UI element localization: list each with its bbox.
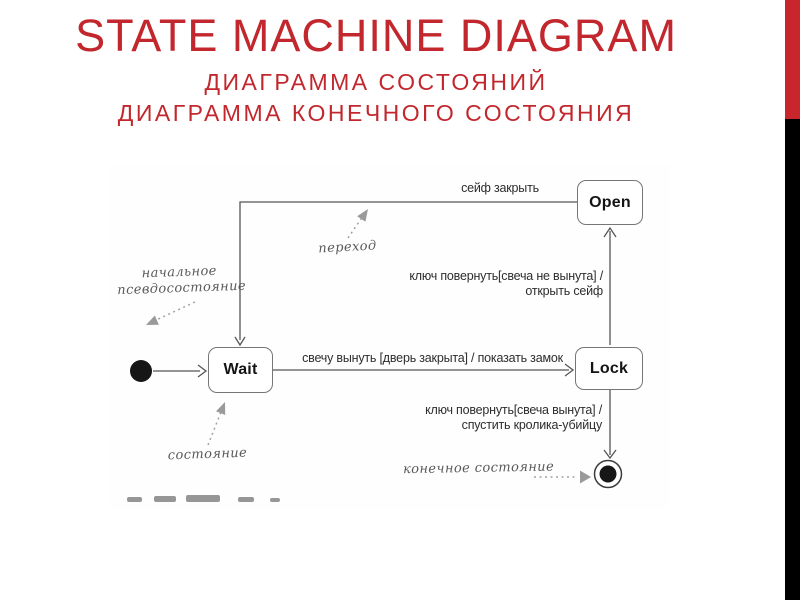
cutoff-caption-fragments	[127, 495, 280, 502]
final-state-inner-dot	[599, 465, 617, 483]
annotation-final-state: конечное состояние	[402, 459, 555, 478]
state-open-label: Open	[589, 193, 631, 211]
initial-pseudostate-dot	[130, 360, 152, 382]
accent-bar-black-segment	[785, 119, 800, 600]
state-open: Open	[577, 180, 643, 225]
accent-bar	[785, 0, 800, 600]
transition-label-lock-to-final-line2: спустить кролика-убийцу	[461, 418, 603, 432]
state-lock: Lock	[575, 347, 643, 390]
accent-bar-red-segment	[785, 0, 800, 119]
annotation-state: состояние	[167, 445, 248, 464]
arrowhead-down-into-final	[603, 449, 617, 460]
arrowhead-up-into-open	[603, 226, 617, 238]
arrowhead-down-into-wait	[234, 336, 246, 347]
note-arrowhead-final	[580, 470, 591, 484]
transition-label-open-to-wait: сейф закрыть	[461, 181, 539, 195]
transition-label-lock-to-open-line2: открыть сейф	[525, 284, 603, 298]
transition-open-to-wait-line	[239, 201, 577, 340]
state-lock-label: Lock	[589, 359, 629, 377]
note-arrowhead-transition	[357, 209, 368, 222]
transition-label-lock-to-final: ключ повернуть[свеча вынута] / спустить …	[402, 403, 602, 433]
note-arrow-initial-line	[153, 301, 196, 322]
note-arrow-transition-line	[347, 215, 364, 239]
note-arrowhead-state	[216, 402, 226, 415]
state-machine-diagram: Wait Open Lock сейф закрыть свечу вынуть…	[110, 165, 670, 510]
note-arrowhead-initial	[146, 315, 159, 325]
subtitle-line-1: ДИАГРАММА СОСТОЯНИЙ	[204, 69, 548, 95]
transition-label-wait-to-lock: свечу вынуть [дверь закрыта] / показать …	[302, 351, 563, 365]
page-title: STATE MACHINE DIAGRAM	[75, 10, 677, 61]
subtitle-line-2: ДИАГРАММА КОНЕЧНОГО СОСТОЯНИЯ	[117, 100, 635, 126]
transition-label-lock-to-open: ключ повернуть[свеча не вынута] / открыт…	[403, 269, 603, 299]
note-arrow-state-line	[207, 411, 222, 446]
state-wait: Wait	[208, 347, 273, 393]
diagram-connectors	[127, 201, 623, 502]
state-wait-label: Wait	[223, 361, 258, 378]
transition-label-lock-to-open-line1: ключ повернуть[свеча не вынута] /	[409, 269, 603, 283]
annotation-initial-pseudostate: начальное псевдосостояние	[116, 263, 246, 299]
arrowhead-right-into-lock	[564, 363, 575, 377]
arrowhead-right-into-wait	[197, 364, 208, 378]
transition-label-lock-to-final-line1: ключ повернуть[свеча вынута] /	[425, 403, 602, 417]
